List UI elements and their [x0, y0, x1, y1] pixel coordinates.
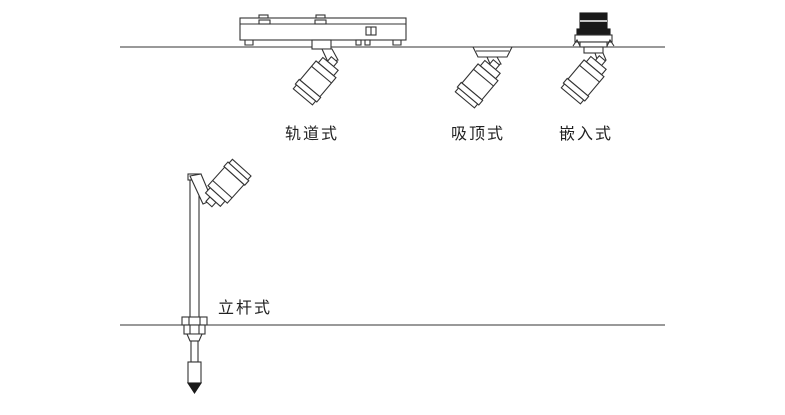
- recessed-label: 嵌入式: [559, 124, 613, 143]
- track-adapter: [311, 39, 332, 50]
- pole-ground-mount: [181, 316, 208, 395]
- ground-spike-tip: [186, 382, 203, 395]
- recessed-spring-clip-left: [572, 38, 581, 47]
- track-label: 轨道式: [285, 124, 339, 143]
- recessed-housing: [572, 12, 615, 54]
- track-rail-details: [244, 14, 402, 46]
- surface-label: 吸顶式: [451, 124, 505, 143]
- pole-fixture-drawing: [181, 157, 253, 395]
- recessed-spring-clip-right: [606, 38, 615, 47]
- pole-label: 立杆式: [218, 298, 272, 317]
- track-fixture-drawing: [239, 14, 407, 107]
- track-rail: [239, 14, 407, 46]
- pole: [189, 179, 200, 319]
- surface-mount-base: [472, 46, 513, 58]
- recessed-fixture-drawing: [559, 12, 615, 106]
- recessed-trim-collar: [583, 46, 604, 54]
- surface-fixture-drawing: [453, 46, 513, 110]
